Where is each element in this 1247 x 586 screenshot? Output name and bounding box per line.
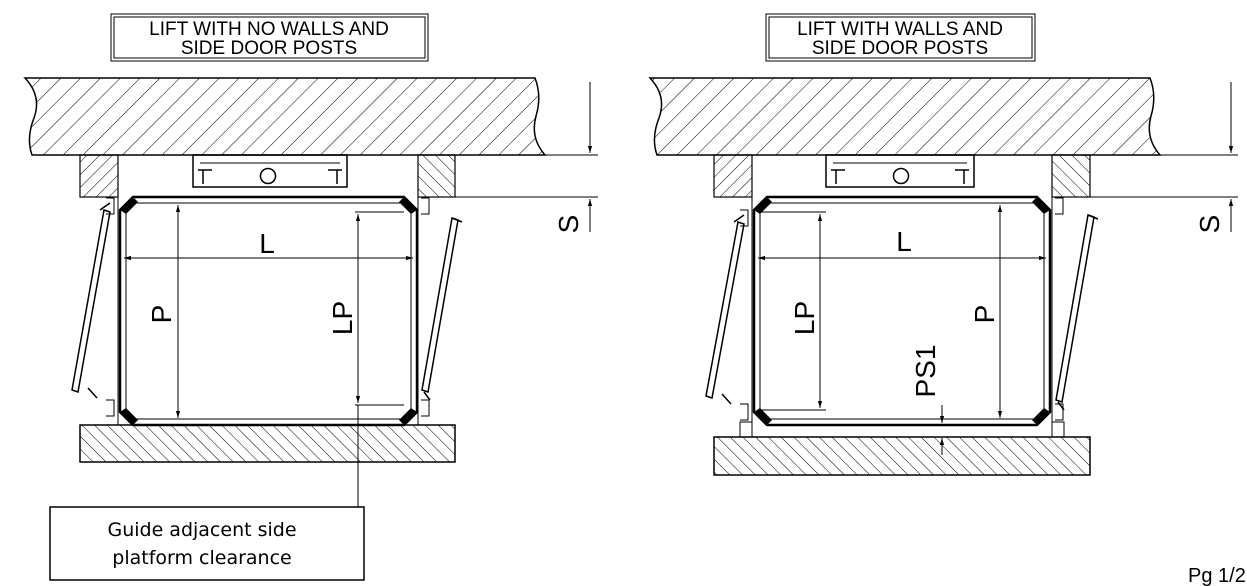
right-dim-p: P: [969, 205, 1003, 418]
left-guide-rail: [192, 154, 348, 188]
left-rail-hole-icon: [259, 167, 277, 185]
left-dim-p-label: P: [146, 305, 177, 324]
right-dim-lp: LP: [758, 211, 826, 411]
right-dim-s-label: S: [1194, 215, 1225, 234]
right-door-a: [705, 209, 749, 421]
right-door-b: [1055, 197, 1099, 421]
left-post-b: [417, 154, 456, 198]
right-dim-p-label: P: [969, 305, 1000, 324]
right-bottom-wall: [713, 436, 1091, 476]
right-dim-s: S: [1090, 82, 1238, 233]
right-floor-step-a: [739, 421, 753, 438]
right-title-line2: SIDE DOOR POSTS: [812, 38, 988, 59]
left-dim-lp-label: LP: [327, 301, 358, 335]
right-dim-l-label: L: [896, 226, 912, 257]
right-platform: [752, 195, 1052, 427]
left-lift-view: LIFT WITH NO WALLS AND SIDE DOOR POSTS: [23, 13, 598, 463]
left-door-a: [71, 197, 115, 417]
right-title-box: LIFT WITH WALLS AND SIDE DOOR POSTS: [765, 13, 1036, 62]
callout-line1: Guide adjacent side: [107, 519, 296, 541]
right-dim-ps1-label: PS1: [910, 345, 941, 398]
right-guide-rail: [825, 154, 975, 188]
right-title-line1: LIFT WITH WALLS AND: [797, 19, 1003, 40]
right-post-a: [713, 154, 753, 198]
right-dim-l: L: [758, 226, 1046, 261]
left-dim-lp: LP: [327, 211, 404, 406]
right-floor-step-b: [1051, 421, 1065, 438]
left-title-box: LIFT WITH NO WALLS AND SIDE DOOR POSTS: [110, 13, 429, 62]
right-post-b: [1051, 154, 1091, 198]
right-lift-view: LIFT WITH WALLS AND SIDE DOOR POSTS: [648, 13, 1238, 476]
left-dim-l-label: L: [259, 228, 275, 259]
right-top-wall: [648, 77, 1162, 156]
left-door-b: [421, 197, 463, 417]
left-dim-s: S: [455, 82, 598, 233]
left-dim-p: P: [146, 205, 181, 418]
right-dim-lp-label: LP: [789, 301, 820, 335]
right-dim-ps1: PS1: [910, 345, 945, 455]
right-rail-hole-icon: [892, 167, 910, 185]
clearance-callout: Guide adjacent side platform clearance: [49, 405, 365, 581]
left-title-line2: SIDE DOOR POSTS: [181, 38, 357, 59]
callout-line2: platform clearance: [112, 547, 291, 569]
left-post-a: [79, 154, 119, 198]
left-top-wall: [23, 77, 547, 156]
left-dim-l: L: [124, 228, 413, 261]
left-title-line1: LIFT WITH NO WALLS AND: [149, 19, 389, 40]
left-bottom-wall: [79, 424, 456, 463]
left-dim-s-label: S: [553, 215, 584, 234]
page-indicator: Pg 1/2: [1188, 565, 1246, 586]
